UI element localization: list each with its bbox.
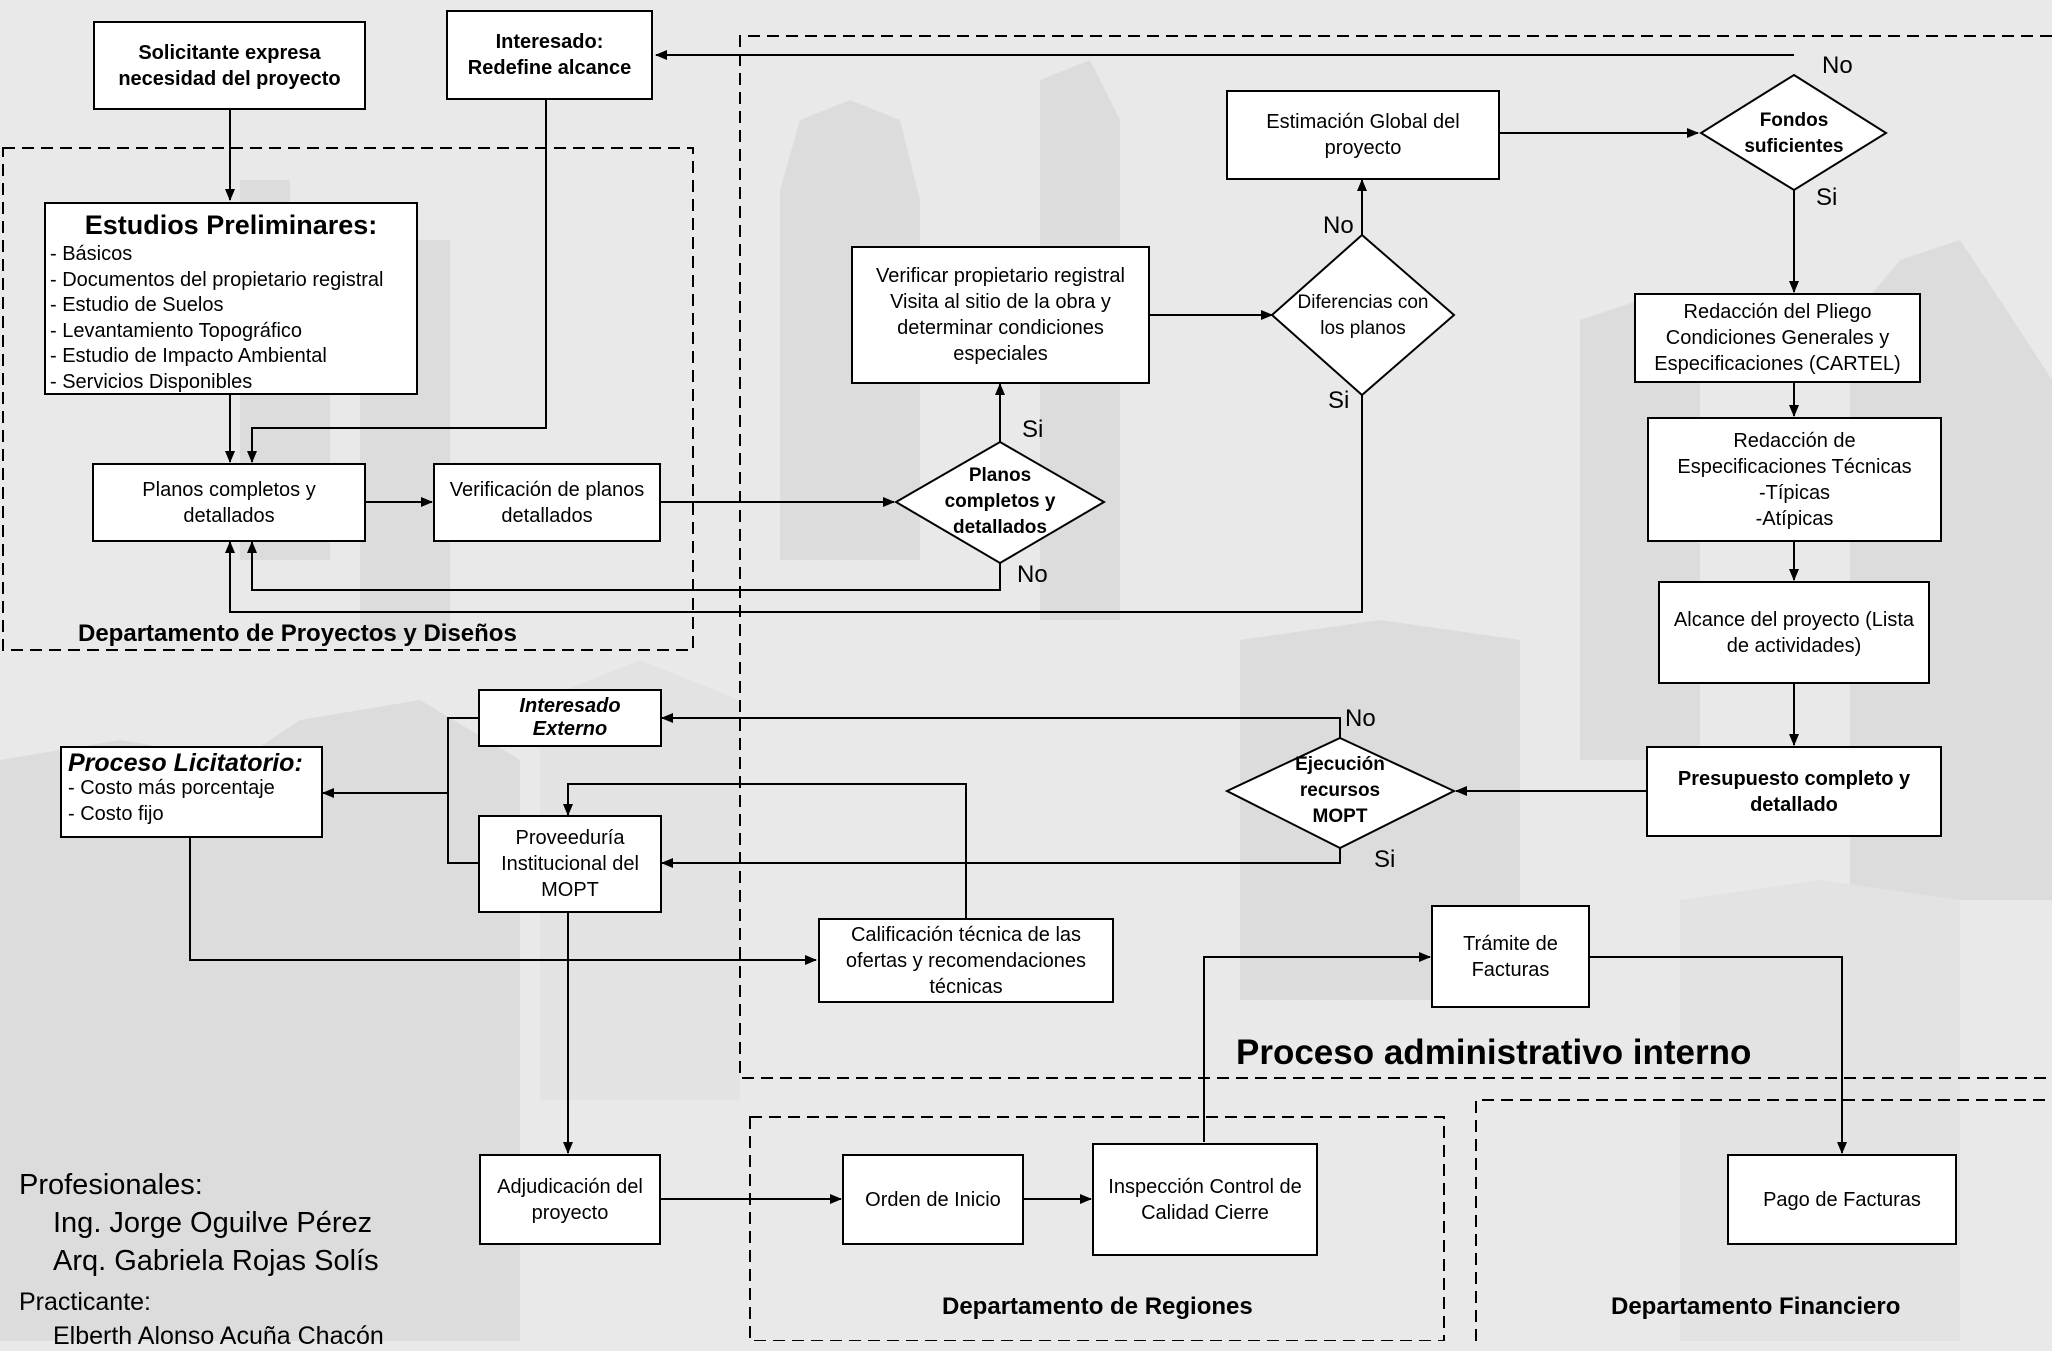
group-border-proyectos <box>2 147 694 651</box>
decision-diferencias-label: Diferencias con los planos <box>1297 292 1429 339</box>
group-border-administrativo <box>739 35 2052 1079</box>
branch-label-no: No <box>1345 705 1376 732</box>
box-verificacion-planos-text: Verificación de planos detallados <box>449 478 645 527</box>
box-solicitante-text: Solicitante expresa necesidad del proyec… <box>118 41 341 90</box>
licitatorio-title: Proceso Licitatorio: <box>68 749 303 777</box>
estudios-title: Estudios Preliminares: <box>84 210 378 240</box>
box-estimacion-global: Estimación Global del proyecto <box>1226 90 1500 180</box>
box-presupuesto: Presupuesto completo y detallado <box>1646 746 1942 837</box>
box-solicitante: Solicitante expresa necesidad del proyec… <box>93 21 366 110</box>
box-verificacion-planos: Verificación de planos detallados <box>433 463 661 542</box>
box-alcance-text: Alcance del proyecto (Lista de actividad… <box>1673 608 1915 657</box>
box-proveeduria-text: Proveeduría Institucional del MOPT <box>501 827 639 901</box>
box-orden-inicio: Orden de Inicio <box>842 1154 1024 1245</box>
edge-ejecucion-no <box>661 713 1341 738</box>
decision-fondos <box>1699 73 1888 192</box>
edge-check-no <box>247 541 1001 591</box>
edge-split-licitatorio <box>323 717 478 864</box>
estudios-item: - Estudio de Impacto Ambiental <box>50 345 327 367</box>
edge-inspeccion-tramite <box>1203 952 1431 1142</box>
branch-label-si: Si <box>1816 184 1838 211</box>
edge-redefine-planos <box>247 100 547 463</box>
branch-label-no: No <box>1017 561 1048 588</box>
group-title-financiero: Departamento Financiero <box>1611 1293 1901 1320</box>
box-presupuesto-text: Presupuesto completo y detallado <box>1677 767 1911 816</box>
decision-ejecucion-label: Ejecución recursos MOPT <box>1295 754 1385 827</box>
box-pago-facturas-text: Pago de Facturas <box>1763 1188 1921 1211</box>
group-title-administrativo: Proceso administrativo interno <box>1236 1033 1752 1072</box>
decision-fondos-label: Fondos suficientes <box>1744 110 1844 157</box>
espec-line: -Atípicas <box>1755 507 1834 530</box>
box-redaccion-especificaciones: Redacción de Especificaciones Técnicas -… <box>1647 417 1942 542</box>
group-border-regiones <box>749 1116 1445 1341</box>
box-adjudicacion-text: Adjudicación del proyecto <box>497 1175 643 1224</box>
box-redaccion-pliego-text: Redacción del Pliego Condiciones General… <box>1654 301 1901 375</box>
box-alcance: Alcance del proyecto (Lista de actividad… <box>1658 581 1930 684</box>
box-planos-completos-text: Planos completos y detallados <box>142 478 316 527</box>
box-pago-facturas: Pago de Facturas <box>1727 1154 1957 1245</box>
branch-label-si: Si <box>1022 416 1044 443</box>
box-tramite-facturas: Trámite de Facturas <box>1431 905 1590 1008</box>
box-interesado-externo: Interesado Externo <box>478 689 662 747</box>
box-estimacion-global-text: Estimación Global del proyecto <box>1266 111 1460 159</box>
credit-practicante-label: Practicante: <box>19 1288 152 1316</box>
group-border-financiero <box>1475 1099 2052 1341</box>
box-interesado-redefine-text: Interesado: Redefine alcance <box>467 31 632 79</box>
estudios-item: - Básicos <box>50 243 133 265</box>
branch-label-si: Si <box>1328 387 1350 414</box>
estudios-item: - Levantamiento Topográfico <box>50 319 303 342</box>
box-orden-inicio-text: Orden de Inicio <box>865 1188 1001 1211</box>
licitatorio-item: - Costo más porcentaje <box>68 777 275 799</box>
edge-diferencias-si <box>225 395 1363 613</box>
edge-licitatorio-calificacion <box>189 838 817 965</box>
branch-label-si: Si <box>1374 846 1396 873</box>
box-redaccion-pliego: Redacción del Pliego Condiciones General… <box>1634 293 1921 383</box>
edge-tramite-pago <box>1590 956 1847 1154</box>
credit-practicante: Elberth Alonso Acuña Chacón <box>53 1322 384 1350</box>
branch-label-no: No <box>1323 212 1354 239</box>
espec-line: Especificaciones Técnicas <box>1677 455 1912 478</box>
group-title-regiones: Departamento de Regiones <box>942 1293 1253 1320</box>
box-calificacion: Calificación técnica de las ofertas y re… <box>818 918 1114 1003</box>
box-adjudicacion: Adjudicación del proyecto <box>479 1154 661 1245</box>
credit-profesional-1: Ing. Jorge Oguilve Pérez <box>53 1207 373 1239</box>
licitatorio-item: - Costo fijo <box>68 802 164 825</box>
group-title-proyectos: Departamento de Proyectos y Diseños <box>78 620 517 647</box>
box-calificacion-text: Calificación técnica de las ofertas y re… <box>845 923 1087 998</box>
espec-line: Redacción de <box>1733 429 1856 452</box>
box-interesado-redefine: Interesado: Redefine alcance <box>446 10 653 100</box>
credit-profesionales-label: Profesionales: <box>19 1169 203 1201</box>
espec-line: -Típicas <box>1758 481 1831 504</box>
edge-ejecucion-si <box>661 848 1341 868</box>
credit-profesional-2: Arq. Gabriela Rojas Solís <box>53 1245 379 1277</box>
estudios-item: - Servicios Disponibles <box>50 370 253 393</box>
decision-diferencias <box>1270 233 1456 397</box>
decision-planos-check-label: Planos completos y detallados <box>944 465 1056 538</box>
box-interesado-externo-text: Interesado Externo <box>519 695 621 740</box>
box-tramite-facturas-text: Trámite de Facturas <box>1463 932 1558 981</box>
box-inspeccion: Inspección Control de Calidad Cierre <box>1092 1143 1318 1256</box>
skyline-buildings <box>0 60 2052 1341</box>
box-verificar-propietario-text: Verificar propietario registral Visita a… <box>876 265 1125 365</box>
estudios-item: - Estudio de Suelos <box>50 294 224 316</box>
box-estudios-preliminares: Estudios Preliminares: - Básicos - Docum… <box>44 202 418 395</box>
branch-label-no: No <box>1822 52 1853 79</box>
box-verificar-propietario: Verificar propietario registral Visita a… <box>851 246 1150 384</box>
decision-ejecucion <box>1224 736 1457 850</box>
box-planos-completos: Planos completos y detallados <box>92 463 366 542</box>
box-proveeduria: Proveeduría Institucional del MOPT <box>478 815 662 913</box>
box-inspeccion-text: Inspección Control de Calidad Cierre <box>1108 1175 1302 1224</box>
box-proceso-licitatorio: Proceso Licitatorio: - Costo más porcent… <box>60 746 323 838</box>
decision-planos-check <box>894 440 1106 565</box>
edge-calificacion-proveeduria <box>563 783 967 918</box>
estudios-item: - Documentos del propietario registral <box>50 268 384 291</box>
